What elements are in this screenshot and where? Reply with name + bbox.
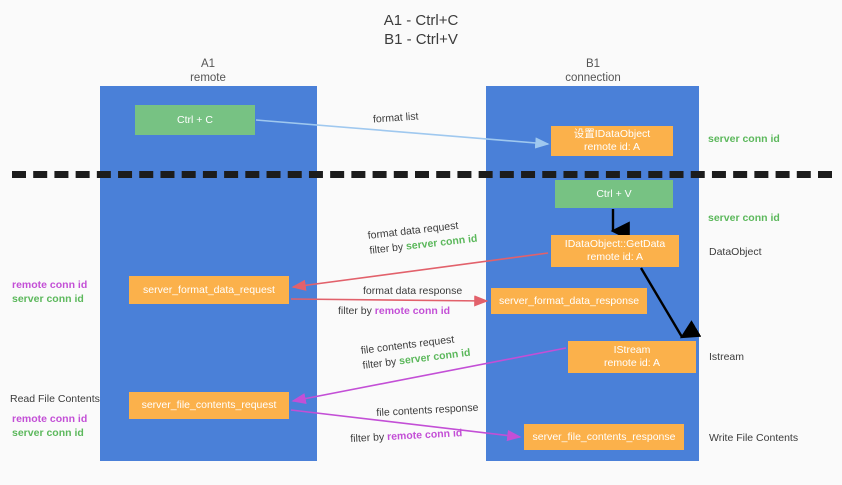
node-server-format-data-response-label: server_format_data_response [498,294,640,307]
edge-label-format-list: format list [372,110,419,126]
node-ctrl-v[interactable]: Ctrl + V [555,180,673,208]
label-dataobject: DataObject [709,246,762,258]
label-conn-ids-upper: remote conn id server conn id [12,278,87,306]
label-server-conn-id-mid: server conn id [708,212,780,224]
page-title-line1: A1 - Ctrl+C [383,12,459,29]
edge-label-format-data-request: format data request filter by server con… [367,217,478,259]
node-set-idataobject[interactable]: 设置IDataObject remote id: A [551,126,673,156]
node-istream-line1: IStream [613,344,651,356]
page-title-line2: B1 - Ctrl+V [384,31,458,48]
node-server-format-data-request[interactable]: server_format_data_request [129,276,289,304]
edge-label-format-data-response: format data response [363,285,463,297]
arrow-format-data-response [290,295,489,307]
label-conn-ids-lower: remote conn id server conn id [12,412,87,440]
node-idataobject-getdata-line2: remote id: A [586,251,644,263]
column-b1-sub: connection [565,72,621,84]
filter-value-remote-conn-id: remote conn id [374,305,451,317]
filter-prefix: filter by [350,431,388,445]
label-server-conn-id-1: server conn id [12,293,84,305]
filter-value-remote-conn-id: remote conn id [386,427,463,444]
label-remote-conn-id-2: remote conn id [12,413,88,425]
column-a1-name: A1 [200,58,216,70]
node-server-file-contents-response-label: server_file_contents_response [532,430,676,443]
node-istream-line2: remote id: A [603,357,661,369]
column-header-b1: B1 connection [513,57,673,85]
node-server-format-data-request-label: server_format_data_request [143,283,275,296]
column-a1-sub: remote [190,72,226,84]
node-server-file-contents-request[interactable]: server_file_contents_request [129,392,289,419]
node-ctrl-c-label: Ctrl + C [177,113,213,126]
column-b1-name: B1 [585,58,601,70]
node-server-file-contents-request-label: server_file_contents_request [141,399,277,411]
column-header-a1: A1 remote [128,57,288,85]
label-write-file-contents: Write File Contents [709,432,799,444]
node-idataobject-getdata-line1: IDataObject::GetData [564,238,666,250]
node-server-file-contents-response[interactable]: server_file_contents_response [524,424,684,450]
label-remote-conn-id-1: remote conn id [12,279,88,291]
filter-prefix: filter by [338,305,375,317]
node-idataobject-getdata[interactable]: IDataObject::GetData remote id: A [551,235,679,267]
edge-label-format-data-response-filter: filter by remote conn id [338,304,450,319]
label-server-conn-id-2: server conn id [12,427,84,439]
edge-label-file-contents-request: file contents request filter by server c… [360,331,471,374]
node-ctrl-c[interactable]: Ctrl + C [135,105,255,135]
label-read-file-contents: Read File Contents [10,393,100,405]
node-ctrl-v-label: Ctrl + V [596,187,632,200]
phase-separator-dashed-line [12,171,832,178]
node-set-idataobject-line1: 设置IDataObject [573,128,651,140]
filter-prefix: filter by [368,240,407,257]
label-server-conn-id-top: server conn id [708,133,780,145]
node-istream[interactable]: IStream remote id: A [568,341,696,373]
edge-label-file-contents-response: file contents response [376,401,479,419]
edge-label-file-contents-response-filter: filter by remote conn id [350,426,463,447]
label-istream: Istream [709,351,745,363]
node-set-idataobject-line2: remote id: A [583,141,641,153]
filter-prefix: filter by [361,355,400,372]
node-server-format-data-response[interactable]: server_format_data_response [491,288,647,314]
